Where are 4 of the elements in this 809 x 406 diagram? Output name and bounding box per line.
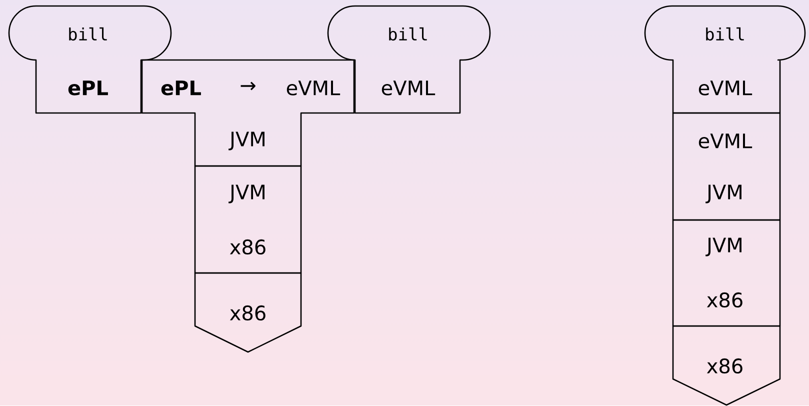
machine-tombstone: x86 <box>194 272 302 353</box>
compiler-tombstone: ePL → eVML JVM <box>141 59 355 167</box>
machine-tombstone: x86 <box>672 325 781 406</box>
interpreter-tombstone: eVML JVM <box>672 112 781 221</box>
